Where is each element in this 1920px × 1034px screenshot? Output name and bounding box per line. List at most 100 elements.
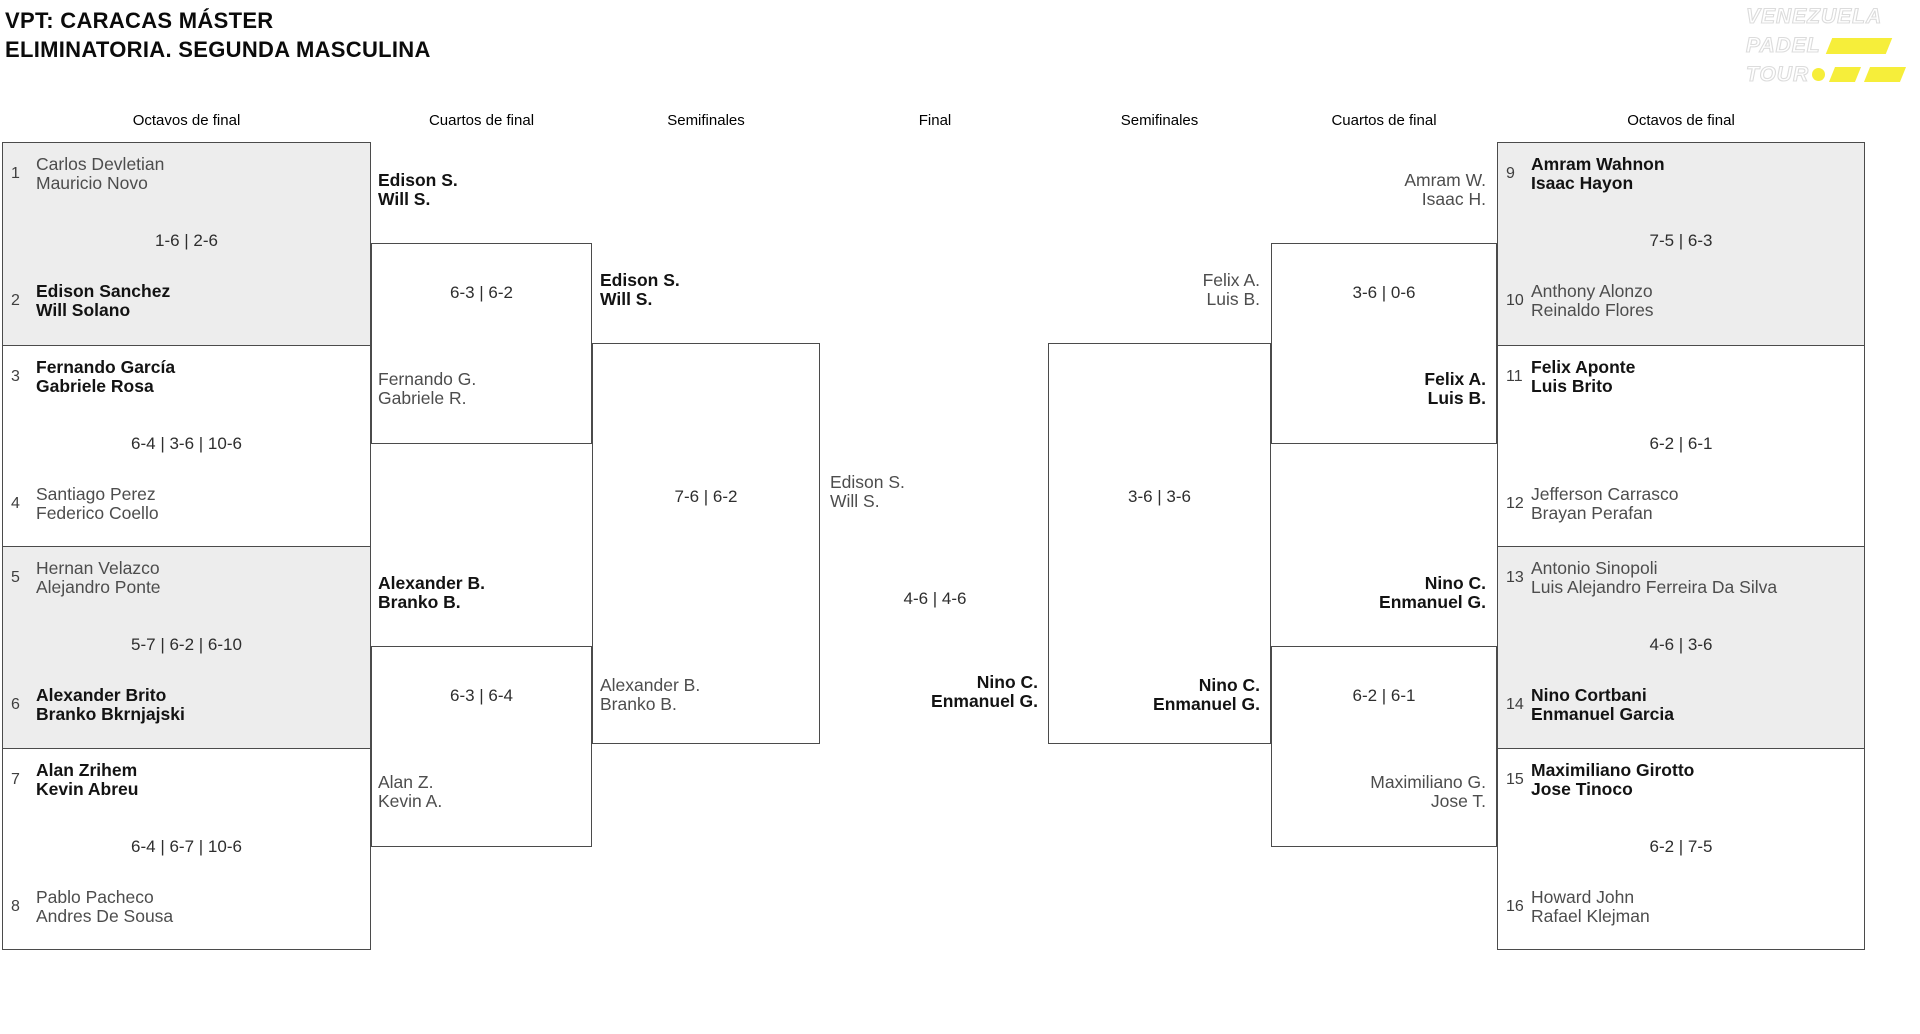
- team-name-line: Kevin A.: [378, 791, 443, 811]
- team-name-line: Maximiliano G.: [1370, 772, 1486, 792]
- team-name-line: Luis B.: [1206, 289, 1261, 309]
- column-header-final: Final: [918, 112, 952, 129]
- qf-left-1-box: [371, 243, 592, 444]
- team-name-line: Alexander B.: [378, 573, 485, 593]
- team-name-line: Carlos Devletian: [36, 154, 165, 174]
- team-name-line: Will Solano: [36, 300, 131, 320]
- logo-text-venezuela: VENEZUELA: [1745, 4, 1883, 28]
- team-name-line: Jose Tinoco: [1531, 778, 1633, 799]
- team-name-line: Luis B.: [1427, 388, 1486, 408]
- team-name-line: Gabriele Rosa: [36, 375, 154, 396]
- sf-right-box: [1048, 343, 1271, 744]
- team-name-line: Federico Coello: [36, 502, 159, 523]
- team-name-line: Kevin Abreu: [36, 778, 139, 799]
- match-score: 6-4 | 3-6 | 10-6: [131, 433, 242, 453]
- qf-right-2-winner-label: Nino C. Enmanuel G.: [1379, 574, 1486, 612]
- team-name-line: Rafael Klejman: [1531, 905, 1650, 926]
- team-name-line: Hernan Velazco: [36, 558, 160, 578]
- qf-right-2-score: 6-2 | 6-1: [1352, 686, 1416, 705]
- team-name-line: Fernando García: [36, 356, 176, 377]
- team-name-line: Alan Zrihem: [36, 759, 138, 780]
- column-header-cuartos-left: Cuartos de final: [428, 112, 535, 129]
- sf-right-winner-label: Nino C. Enmanuel G.: [1153, 676, 1260, 714]
- qf-right-1-box: [1271, 243, 1497, 444]
- logo-text-padel: PADEL: [1745, 33, 1821, 57]
- team-name-line: Enmanuel G.: [1379, 592, 1486, 612]
- logo-row-padel: PADEL: [1745, 31, 1918, 60]
- match-score: 6-2 | 7-5: [1649, 836, 1713, 856]
- seed-number: 15: [1506, 770, 1524, 788]
- logo-yellow-dot-icon: [1812, 68, 1826, 81]
- seed-number: 9: [1506, 165, 1515, 182]
- team-name-line: Alan Z.: [378, 772, 434, 792]
- title-line-1: VPT: CARACAS MÁSTER: [5, 8, 274, 33]
- team-name-line: Will S.: [378, 189, 431, 209]
- qf-right-1-winner-label: Felix A. Luis B.: [1424, 370, 1486, 408]
- team-name-line: Isaac H.: [1421, 189, 1486, 209]
- team-name-line: Branko B.: [600, 694, 677, 714]
- team-name-line: Felix Aponte: [1531, 356, 1636, 377]
- qf-left-2-loser-label: Alan Z. Kevin A.: [378, 773, 442, 811]
- team-name-line: Branko B.: [378, 592, 461, 612]
- column-header-semis-right: Semifinales: [1120, 112, 1199, 129]
- logo-yellow-bar-icon: [1864, 67, 1907, 82]
- seed-number: 7: [11, 770, 20, 788]
- qf-left-1-winner-label: Edison S. Will S.: [378, 171, 458, 209]
- qf-right-1-loser-label: Amram W. Isaac H.: [1404, 171, 1486, 209]
- team-name-line: Enmanuel G.: [1153, 694, 1260, 714]
- team-name-line: Amram W.: [1404, 170, 1486, 190]
- team-name-line: Jefferson Carrasco: [1531, 483, 1679, 504]
- match-score: 6-2 | 6-1: [1649, 433, 1713, 453]
- team-name-line: Will S.: [600, 289, 653, 309]
- team-name-line: Andres De Sousa: [36, 905, 174, 926]
- qf-left-1-score: 6-3 | 6-2: [449, 283, 513, 302]
- match-score: 7-5 | 6-3: [1649, 231, 1713, 250]
- team-name-line: Antonio Sinopoli: [1531, 558, 1658, 578]
- team-name-line: Felix A.: [1424, 369, 1486, 389]
- team-name-line: Edison S.: [378, 170, 458, 190]
- final-score: 4-6 | 4-6: [903, 589, 967, 608]
- sf-left-score: 7-6 | 6-2: [674, 487, 738, 506]
- final-winner-label: Nino C. Enmanuel G.: [931, 673, 1038, 711]
- vpt-logo: VENEZUELA PADEL TOUR: [1745, 2, 1918, 89]
- team-name-line: Amram Wahnon: [1531, 154, 1665, 174]
- match-score: 4-6 | 3-6: [1649, 635, 1713, 654]
- match-score: 1-6 | 2-6: [154, 231, 218, 250]
- qf-right-2-box: [1271, 646, 1497, 847]
- sf-left-winner-label: Edison S. Will S.: [600, 271, 680, 309]
- qf-left-1-loser-label: Fernando G. Gabriele R.: [378, 370, 476, 408]
- team-name-line: Edison S.: [830, 472, 905, 492]
- team-name-line: Fernando G.: [378, 369, 477, 389]
- team-name-line: Alejandro Ponte: [36, 577, 161, 597]
- logo-row-venezuela: VENEZUELA: [1745, 2, 1918, 31]
- title-line-2: ELIMINATORIA. SEGUNDA MASCULINA: [5, 37, 431, 62]
- team-name-line: Maximiliano Girotto: [1531, 759, 1695, 780]
- sf-right-score: 3-6 | 3-6: [1127, 487, 1191, 506]
- team-name-line: Luis Alejandro Ferreira Da Silva: [1531, 577, 1778, 597]
- team-name-line: Enmanuel Garcia: [1531, 704, 1674, 724]
- team-name-line: Anthony Alonzo: [1531, 281, 1653, 301]
- team-name-line: Nino C.: [976, 672, 1038, 692]
- team-name-line: Jose T.: [1430, 791, 1486, 811]
- seed-number: 13: [1506, 569, 1524, 586]
- seed-number: 14: [1506, 696, 1524, 713]
